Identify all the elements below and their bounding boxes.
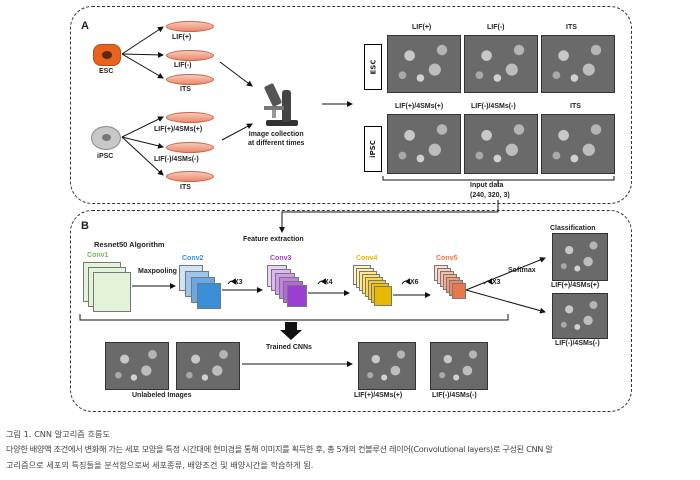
dish-esc-3 — [166, 74, 214, 85]
classification-label: Classification — [550, 225, 596, 232]
esc-cell-icon — [93, 44, 121, 66]
figure-caption-line2: 고리즘으로 세포의 특징들을 분석함으로써 세포종류, 배양조건 및 배양시간을… — [6, 460, 314, 470]
result-image-2 — [430, 342, 488, 390]
conv2-label: Conv2 — [182, 255, 204, 262]
multiplier-conv3: X4 — [324, 279, 333, 286]
esc-cond-2: LIF(-) — [174, 62, 192, 69]
algorithm-label: Resnet50 Algorithm — [94, 240, 165, 249]
esc-col-label-1: LIF(+) — [412, 24, 432, 31]
class-image-2 — [552, 293, 608, 339]
result-label-2: LIF(-)/4SMs(-) — [432, 392, 477, 399]
conv4-label: Conv4 — [356, 255, 378, 262]
multiplier-conv5: X3 — [492, 279, 501, 286]
unlabeled-image-2 — [176, 342, 240, 390]
ipsc-cond-1: LIF(+)/4SMs(+) — [154, 126, 203, 133]
figure-caption-title: 그림 1. CNN 알고리즘 흐름도 — [6, 429, 110, 439]
esc-row-label: ESC — [364, 44, 382, 90]
multiplier-conv2: X3 — [234, 279, 243, 286]
ipsc-image-1 — [387, 114, 461, 174]
esc-cond-3: ITS — [180, 86, 191, 93]
panel-b — [70, 210, 632, 412]
class-label-2: LIF(-)/4SMs(-) — [555, 340, 600, 347]
conv3-label: Conv3 — [270, 255, 292, 262]
esc-label: ESC — [99, 68, 114, 75]
multiplier-conv4: X6 — [410, 279, 419, 286]
ipsc-image-3 — [541, 114, 615, 174]
softmax-label: Softmax — [508, 267, 536, 274]
ipsc-cond-2: LIF(-)/4SMs(-) — [154, 156, 199, 163]
conv5-label: Conv5 — [436, 255, 458, 262]
unlabeled-image-1 — [105, 342, 169, 390]
ipsc-col-label-3: ITS — [570, 103, 581, 110]
esc-cond-1: LIF(+) — [172, 34, 192, 41]
esc-image-2 — [464, 35, 538, 93]
microscope-icon — [252, 82, 300, 126]
trained-cnns-label: Trained CNNs — [266, 344, 312, 351]
dish-ipsc-2 — [166, 142, 214, 153]
esc-image-1 — [387, 35, 461, 93]
ipsc-col-label-1: LIF(+)/4SMs(+) — [395, 103, 444, 110]
panel-a — [70, 6, 632, 204]
ipsc-row-label: iPSC — [364, 126, 382, 172]
esc-col-label-2: LIF(-) — [487, 24, 505, 31]
input-data-label: Input data — [470, 182, 504, 189]
ipsc-image-2 — [464, 114, 538, 174]
class-image-1 — [552, 233, 608, 281]
panel-b-label: B — [81, 220, 89, 232]
ipsc-cond-3: ITS — [180, 184, 191, 191]
dish-esc-2 — [166, 50, 214, 61]
esc-image-3 — [541, 35, 615, 93]
unlabeled-label: Unlabeled Images — [132, 392, 192, 399]
dish-ipsc-1 — [166, 112, 214, 123]
ipsc-col-label-2: LIF(-)/4SMs(-) — [471, 103, 516, 110]
esc-col-label-3: ITS — [566, 24, 577, 31]
input-dims-label: (240, 320, 3) — [470, 192, 510, 199]
class-label-1: LIF(+)/4SMs(+) — [551, 282, 600, 289]
dish-esc-1 — [166, 21, 214, 32]
microscope-caption: Image collection at different times — [248, 131, 305, 147]
ipsc-label: iPSC — [97, 153, 114, 160]
conv1-label: Conv1 — [87, 252, 109, 259]
maxpooling-label: Maxpooling — [138, 268, 177, 275]
dish-ipsc-3 — [166, 171, 214, 182]
feature-extraction-label: Feature extraction — [243, 236, 304, 243]
result-image-1 — [358, 342, 416, 390]
panel-a-label: A — [81, 20, 89, 32]
result-label-1: LIF(+)/4SMs(+) — [354, 392, 403, 399]
figure-caption-line1: 다양한 배양액 조건에서 변화해 가는 세포 모양을 특정 시간대에 현미경을 … — [6, 444, 553, 454]
ipsc-cell-icon — [91, 126, 121, 150]
